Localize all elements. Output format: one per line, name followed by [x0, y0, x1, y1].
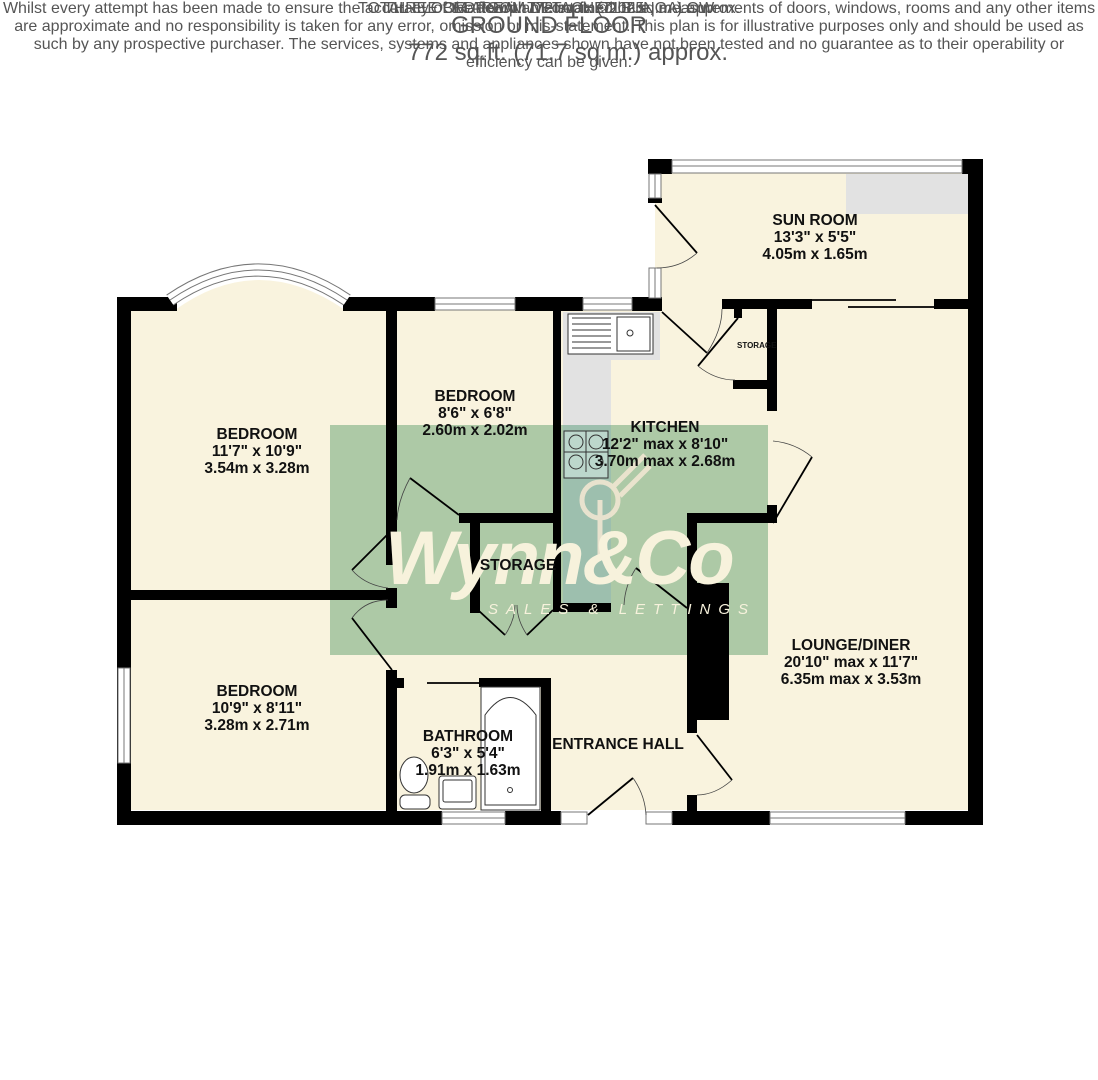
room-name: BEDROOM	[216, 426, 298, 443]
room-lounge-diner: LOUNGE/DINER 20'10" max x 11'7" 6.35m ma…	[781, 637, 921, 688]
watermark-key	[579, 453, 652, 560]
basin	[438, 775, 477, 810]
room-bathroom: BATHROOM 6'3" x 5'4" 1.91m x 1.63m	[415, 728, 520, 779]
room-bedroom-3: BEDROOM 10'9" x 8'11" 3.28m x 2.71m	[204, 683, 309, 734]
room-kitchen: KITCHEN 12'2" max x 8'10" 3.70m max x 2.…	[595, 419, 735, 470]
watermark-brand: Wynn&Co	[385, 516, 735, 601]
room-metric: 4.05m x 1.65m	[762, 246, 868, 263]
room-imperial: 12'2" max x 8'10"	[601, 436, 729, 453]
room-metric: 3.70m max x 2.68m	[594, 453, 736, 470]
room-storage: STORAGE	[480, 557, 556, 574]
room-sun-room: SUN ROOM 13'3" x 5'5" 4.05m x 1.65m	[762, 212, 867, 263]
watermark-tagline: SALES & LETTINGS	[488, 601, 757, 618]
floor-area: 772 sq.ft. (71.7 sq.m.) approx.	[407, 39, 729, 66]
bath	[480, 686, 541, 811]
room-name: BEDROOM	[216, 683, 298, 700]
room-metric: 3.54m x 3.28m	[204, 460, 310, 477]
room-imperial: 13'3" x 5'5"	[773, 229, 857, 246]
room-bedroom-1: BEDROOM 11'7" x 10'9" 3.54m x 3.28m	[204, 426, 309, 477]
room-name: ENTRANCE HALL	[552, 736, 684, 753]
room-metric: 1.91m x 1.63m	[415, 762, 521, 779]
property-type: THREE BEDROOM DETACHED BUNGALOW	[383, 0, 715, 17]
room-entrance-hall: ENTRANCE HALL	[552, 736, 684, 753]
room-name: BATHROOM	[422, 728, 514, 745]
room-imperial: 11'7" x 10'9"	[211, 443, 303, 460]
room-bedroom-2: BEDROOM 8'6" x 6'8" 2.60m x 2.02m	[422, 388, 527, 439]
door-swings	[351, 252, 813, 816]
room-name: SUN ROOM	[772, 212, 858, 229]
made-with: Made with Metropix ©2025	[453, 0, 645, 17]
room-imperial: 10'9" x 8'11"	[211, 700, 303, 717]
disclaimer: Whilst every attempt has been made to en…	[2, 0, 1096, 71]
room-name: BEDROOM	[434, 388, 516, 405]
hob	[563, 430, 609, 479]
room-metric: 3.28m x 2.71m	[204, 717, 310, 734]
room-metric: 2.60m x 2.02m	[422, 422, 528, 439]
kitchen-sink	[567, 313, 654, 355]
doors	[351, 204, 934, 816]
room-imperial: 20'10" max x 11'7"	[783, 654, 919, 671]
windows	[117, 159, 963, 825]
room-name: KITCHEN	[630, 419, 700, 436]
room-name: LOUNGE/DINER	[791, 637, 911, 654]
floor-title: GROUND FLOOR	[450, 12, 647, 39]
room-metric: 6.35m max x 3.53m	[780, 671, 922, 688]
toilet	[399, 756, 431, 810]
room-name: STORAGE	[479, 557, 557, 574]
room-imperial: 8'6" x 6'8"	[438, 405, 512, 422]
room-storage-kitchen: STORAGE	[737, 341, 777, 350]
total-floor-area: TOTAL FLOOR AREA : 772 sq.ft. (71.7 sq.m…	[357, 0, 741, 17]
room-imperial: 6'3" x 5'4"	[431, 745, 505, 762]
